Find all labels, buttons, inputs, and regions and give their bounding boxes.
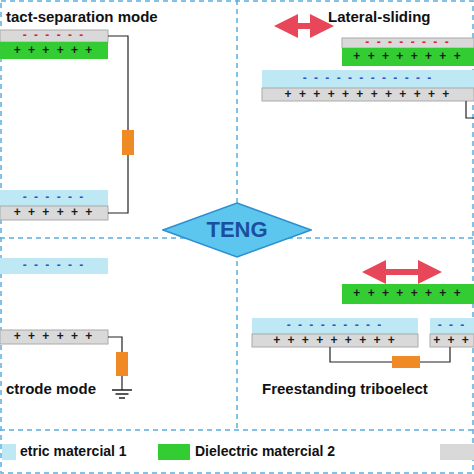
mode-title: Freestanding triboelect xyxy=(262,380,428,398)
legend-swatch xyxy=(440,444,474,460)
legend-label: etric matercial 1 xyxy=(20,443,127,459)
charge-signs: + + + xyxy=(433,334,471,346)
charge-signs: + + + + + + + + + xyxy=(273,334,397,346)
legend-label: Dielectric matercial 2 xyxy=(195,443,335,459)
legend-swatch xyxy=(2,444,16,460)
charge-signs: + + + + + + xyxy=(14,330,95,342)
mode-title: Lateral-sliding xyxy=(328,8,431,26)
charge-signs: - - - - - - xyxy=(23,191,86,203)
charge-signs: - - - - - - - - - xyxy=(287,319,384,331)
charge-signs: - - - - - - - - - - - - xyxy=(303,72,434,84)
charge-signs: + + + + + + xyxy=(14,206,95,218)
charge-signs: - - - - - - - - xyxy=(365,36,450,48)
freestanding-figure xyxy=(252,272,474,368)
charge-signs: + + + + + + + + xyxy=(353,287,462,299)
mode-title: ctrode mode xyxy=(6,380,96,398)
single-electrode-figure xyxy=(0,258,132,398)
lateral-sliding-figure xyxy=(262,26,474,118)
mode-title: tact-separation mode xyxy=(6,8,158,26)
charge-signs: - - - xyxy=(438,319,467,331)
charge-signs: + + + + + + + + + + + + xyxy=(285,88,452,100)
legend-swatch xyxy=(158,444,190,460)
center-label: TENG xyxy=(206,217,267,243)
charge-signs: - - - - - - xyxy=(23,29,86,41)
charge-signs: + + + + + + + + xyxy=(353,50,462,62)
center-diamond: TENG xyxy=(162,202,312,258)
charge-signs: + + + + + + xyxy=(14,44,95,56)
charge-signs: - - - - - - xyxy=(23,259,86,271)
contact-separation-figure xyxy=(0,30,134,220)
